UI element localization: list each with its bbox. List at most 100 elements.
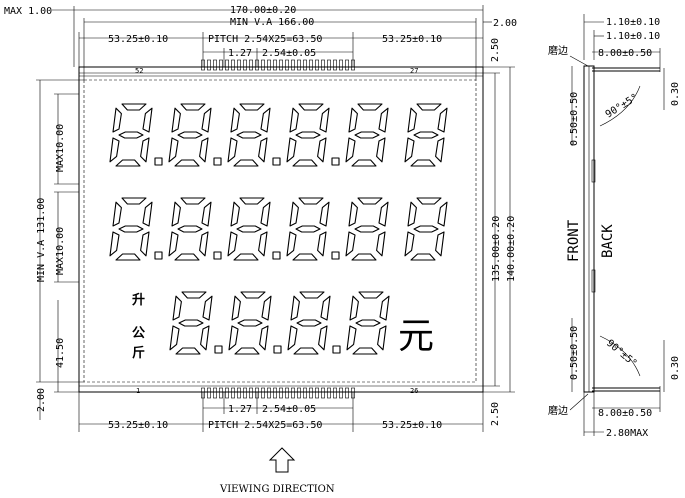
unit-sheng: 升 xyxy=(132,292,145,308)
digit-segment xyxy=(171,107,181,133)
digit-segment xyxy=(317,231,327,257)
digit-segment xyxy=(227,231,238,257)
pin xyxy=(207,387,211,399)
side-pin-length-top-label: 8.00±0.50 xyxy=(598,48,652,59)
digit-segment xyxy=(319,201,330,227)
pin xyxy=(207,59,211,71)
digit-segment xyxy=(435,231,445,257)
digit xyxy=(169,291,213,355)
digit-segment xyxy=(317,137,327,163)
side-top-a-label: 1.10±0.10 xyxy=(606,17,660,28)
side-top-b-label: 1.10±0.10 xyxy=(606,31,660,42)
bottom-edge-right-label: 2.50 xyxy=(490,402,501,426)
digit-segment xyxy=(345,137,356,163)
digit-segment xyxy=(437,201,448,227)
pin xyxy=(321,59,325,71)
digit-segment xyxy=(377,325,387,351)
digit-segment xyxy=(354,131,380,139)
unit-yuan: 元 xyxy=(398,316,434,357)
digit-segment xyxy=(172,295,182,321)
pin xyxy=(267,387,271,399)
side-back-label: BACK xyxy=(600,224,616,258)
digit-segment xyxy=(171,201,181,227)
decimal-dot xyxy=(213,157,222,166)
digit-segment xyxy=(416,103,442,111)
max-height-top-label: MAX10.00 xyxy=(55,124,66,172)
digit-segment xyxy=(379,295,390,321)
pin-number-1: 1 xyxy=(136,387,140,395)
decimal-dot xyxy=(154,251,163,260)
pin xyxy=(291,387,295,399)
decimal-dot xyxy=(273,345,282,354)
decimal-dot xyxy=(214,345,223,354)
digit-segment xyxy=(178,319,204,327)
pin xyxy=(285,387,289,399)
pin xyxy=(231,59,235,71)
pin xyxy=(231,387,235,399)
pin-number-52: 52 xyxy=(135,67,143,75)
pin-row-top xyxy=(201,59,355,71)
pin xyxy=(243,59,247,71)
side-bevel-bottom-label: 磨边 xyxy=(548,405,568,417)
digit-segment xyxy=(201,107,212,133)
digit-segment xyxy=(357,103,383,111)
viewing-direction-arrow-icon xyxy=(268,447,296,473)
pin xyxy=(309,387,313,399)
side-gap-bottom-label: 0.50±0.50 xyxy=(569,326,580,380)
digit-segment xyxy=(121,197,147,205)
digit-segment xyxy=(259,325,269,351)
digit-row-3 xyxy=(169,291,390,355)
digit-segment xyxy=(228,325,239,351)
digit-segment xyxy=(230,201,240,227)
digit-segment xyxy=(174,159,200,167)
digit-segment xyxy=(349,295,359,321)
digit-segment xyxy=(260,201,271,227)
side-front-label: FRONT xyxy=(566,219,582,262)
digit-segment xyxy=(121,103,147,111)
pin xyxy=(333,59,337,71)
decimal-dot xyxy=(272,157,281,166)
digit-segment xyxy=(348,201,358,227)
pin xyxy=(213,387,217,399)
digit xyxy=(404,103,448,167)
digit-segment xyxy=(351,253,377,261)
digit xyxy=(287,291,331,355)
pin xyxy=(219,59,223,71)
digit-segment xyxy=(258,137,268,163)
pin xyxy=(249,387,253,399)
pin xyxy=(243,387,247,399)
side-pin-length-bottom-label: 8.00±0.50 xyxy=(598,408,652,419)
digit-segment xyxy=(142,201,153,227)
pin xyxy=(339,387,343,399)
unit-gong: 公 xyxy=(132,326,145,341)
pin-number-27: 27 xyxy=(410,67,418,75)
pin xyxy=(321,387,325,399)
digit xyxy=(168,197,212,261)
digit-segment xyxy=(239,103,265,111)
digit-segment xyxy=(115,159,141,167)
digit xyxy=(227,197,271,261)
digit-segment xyxy=(345,231,356,257)
digit-segment xyxy=(180,103,206,111)
digit-segment xyxy=(416,197,442,205)
digit-segment xyxy=(199,231,209,257)
pin-number-26: 26 xyxy=(410,387,418,395)
pin xyxy=(297,387,301,399)
bottom-pin-spacing-label: 2.54±0.05 xyxy=(262,404,316,415)
max-thickness-label: MAX 1.00 xyxy=(4,6,52,17)
digit-segment xyxy=(413,225,439,233)
pin xyxy=(225,387,229,399)
pin xyxy=(339,59,343,71)
pin xyxy=(279,59,283,71)
digit-segment xyxy=(351,159,377,167)
digit-segment xyxy=(295,131,321,139)
inner-height-label: 135.00±0.20 xyxy=(491,216,502,282)
digit xyxy=(109,197,153,261)
pin-row-bottom xyxy=(201,387,355,399)
pin xyxy=(237,387,241,399)
digit-segment xyxy=(236,131,262,139)
pin xyxy=(297,59,301,71)
left-dimensions: MIN V.A 131.00 MAX10.00 MAX10.00 41.50 2… xyxy=(36,79,84,420)
bottom-edge-label: 2.00 xyxy=(36,388,47,412)
